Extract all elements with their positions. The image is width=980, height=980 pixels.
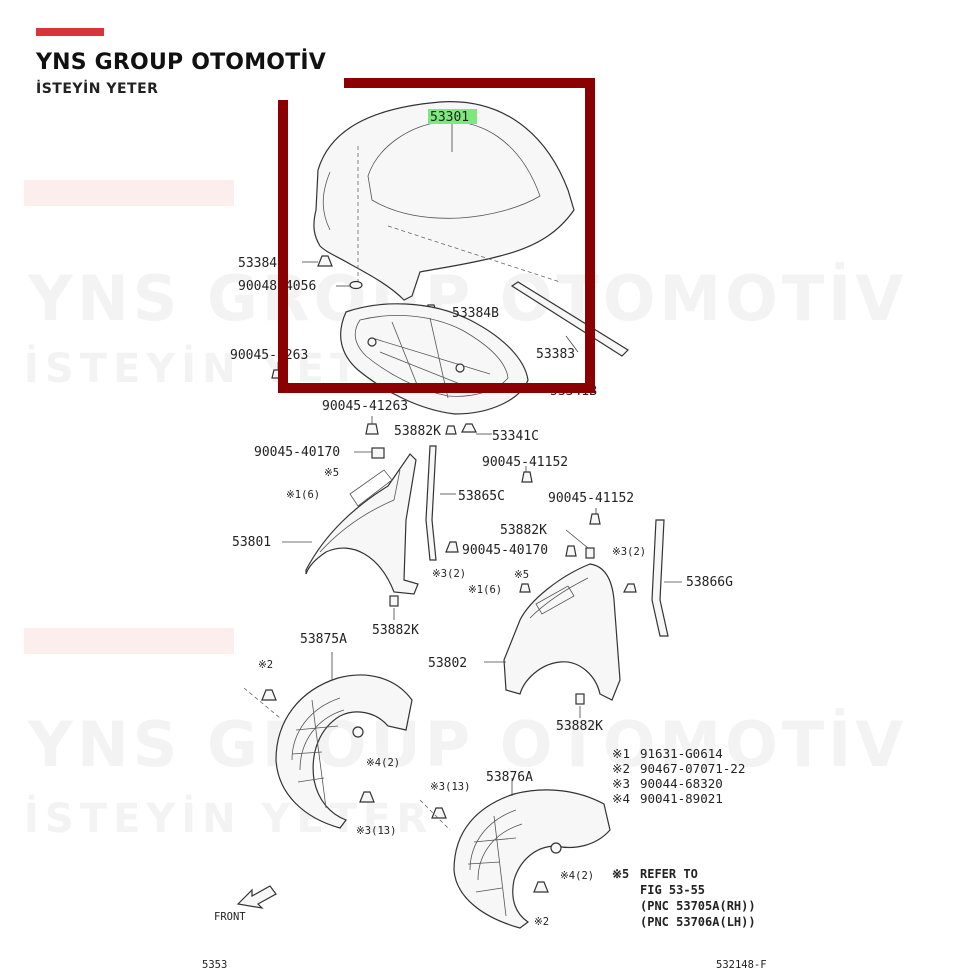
label-53882k-d: 53882K xyxy=(556,719,603,734)
label-53802: 53802 xyxy=(428,656,467,671)
legend-part-1: 91631-G0614 xyxy=(640,746,723,761)
seal-53866g xyxy=(651,519,682,637)
ref-2-a: ※2 xyxy=(258,659,273,671)
note-mark: ※5 xyxy=(612,867,629,881)
ref-4-2-b: ※4(2) xyxy=(560,870,594,882)
highlight-mark xyxy=(428,109,477,124)
note-line-2: FIG 53-55 xyxy=(640,883,705,897)
fasteners-upper xyxy=(271,362,601,525)
hood-53301: 53301 xyxy=(313,101,575,301)
label-front: FRONT xyxy=(214,911,246,923)
front-arrow xyxy=(236,885,277,909)
liner-53876a xyxy=(453,778,611,929)
ref-4-2-a: ※4(2) xyxy=(366,757,400,769)
label-53383: 53383 xyxy=(536,347,575,362)
legend-mark-2: ※2 xyxy=(612,761,630,776)
ref-3-13-a: ※3(13) xyxy=(430,781,470,793)
watermark-bar-bottom xyxy=(24,628,234,654)
brand-subtitle: İSTEYİN YETER xyxy=(36,81,159,97)
label-90045-40170-a: 90045-40170 xyxy=(254,445,340,460)
watermark-subtext-bottom: İSTEYİN YETER xyxy=(24,796,434,842)
label-53876a: 53876A xyxy=(486,770,533,785)
brand-title: YNS GROUP OTOMOTİV xyxy=(36,50,327,75)
label-53882k-b: 53882K xyxy=(500,523,547,538)
legend: ※1 91631-G0614 ※2 90467-07071-22 ※3 9004… xyxy=(612,746,745,806)
legend-part-2: 90467-07071-22 xyxy=(640,761,745,776)
ref-3-2-a: ※3(2) xyxy=(432,568,466,580)
ref-2-b: ※2 xyxy=(534,916,549,928)
note-line-4: (PNC 53706A(LH)) xyxy=(640,915,756,929)
fender-53801 xyxy=(282,453,419,595)
watermark-text-bottom: YNS GROUP OTOMOTİV xyxy=(28,708,908,781)
label-53882k-c: 53882K xyxy=(372,623,419,638)
footer-right: 532148-F xyxy=(716,959,767,971)
legend-mark-4: ※4 xyxy=(612,791,630,806)
fasteners-mid xyxy=(389,529,637,718)
label-53384: 53384 xyxy=(238,256,277,271)
refer-note: ※5 REFER TO FIG 53-55 (PNC 53705A(RH)) (… xyxy=(612,867,756,929)
label-53882k-a: 53882K xyxy=(394,424,441,439)
legend-mark-1: ※1 xyxy=(612,746,630,761)
label-90045-41152-b: 90045-41152 xyxy=(548,491,634,506)
label-53801: 53801 xyxy=(232,535,271,550)
ref-3-13-b: ※3(13) xyxy=(356,825,396,837)
fasteners-lower xyxy=(243,687,562,893)
label-90048-4056: 90048-4056 xyxy=(238,279,316,294)
hood-insulator-53341b xyxy=(340,303,549,415)
footer-left: 5353 xyxy=(202,959,227,971)
brand-accent-bar xyxy=(36,28,104,36)
ref-5-b: ※5 xyxy=(514,569,529,581)
seal-53865c xyxy=(425,445,456,561)
label-90045-41152-a: 90045-41152 xyxy=(482,455,568,470)
label-53341c: 53341C xyxy=(492,429,539,444)
legend-mark-3: ※3 xyxy=(612,776,630,791)
ref-3-2-b: ※3(2) xyxy=(612,546,646,558)
ref-1-6-a: ※1(6) xyxy=(286,489,320,501)
watermark-bar-top xyxy=(24,180,234,206)
ref-5-a: ※5 xyxy=(324,467,339,479)
label-90045-40170-b: 90045-40170 xyxy=(462,543,548,558)
label-90045-41263: 90045-41263 xyxy=(322,399,408,414)
highlight-frame xyxy=(278,78,595,393)
liner-53875a xyxy=(275,652,413,829)
note-line-1: REFER TO xyxy=(640,867,698,881)
label-53875a: 53875A xyxy=(300,632,347,647)
legend-part-3: 90044-68320 xyxy=(640,776,723,791)
ref-1-6-b: ※1(6) xyxy=(468,584,502,596)
label-53866g: 53866G xyxy=(686,575,733,590)
label-53384b: 53384B xyxy=(452,306,499,321)
fender-53802 xyxy=(484,563,621,701)
label-53301: 53301 xyxy=(430,110,469,125)
label-53865c: 53865C xyxy=(458,489,505,504)
legend-part-4: 90041-89021 xyxy=(640,791,723,806)
label-90045-1263: 90045-1263 xyxy=(230,348,308,363)
note-line-3: (PNC 53705A(RH)) xyxy=(640,899,756,913)
